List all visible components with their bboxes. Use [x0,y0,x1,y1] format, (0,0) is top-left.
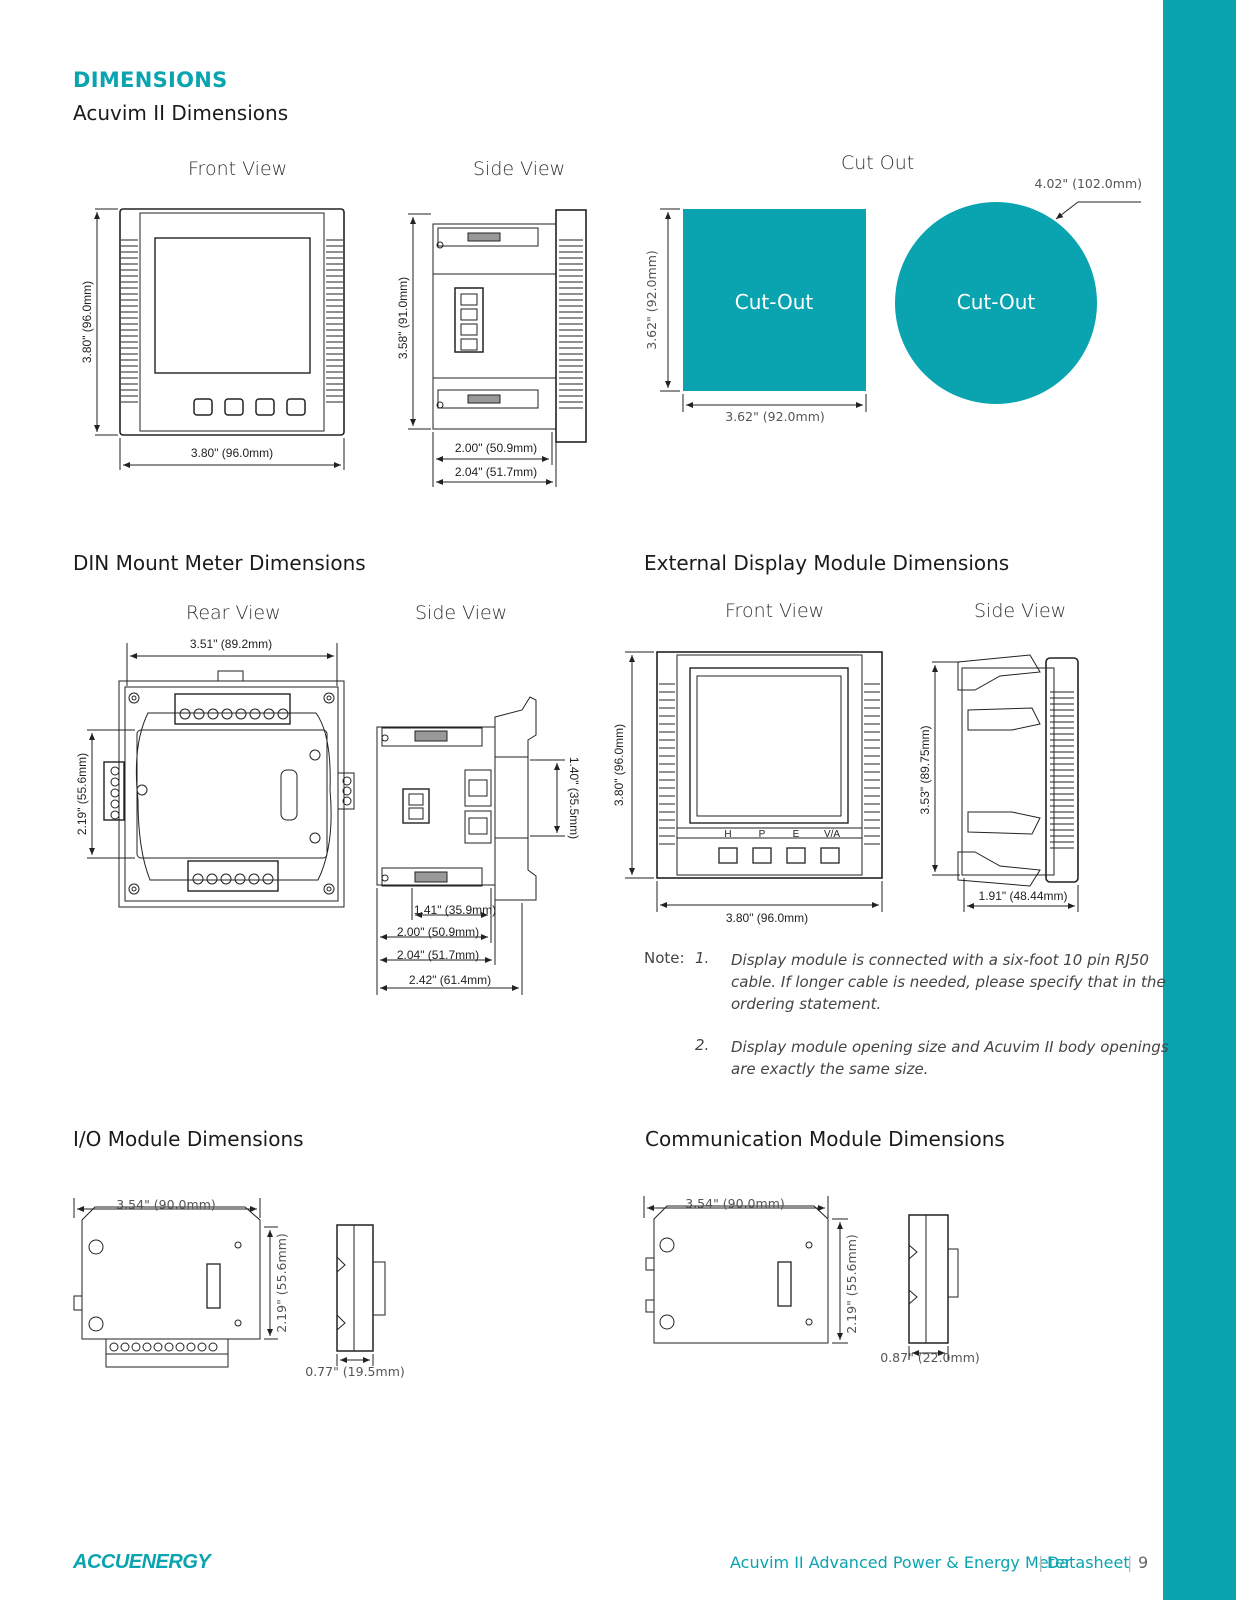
din-rear-width-label: 3.51" (89.2mm) [190,637,272,651]
external-front-drawing [625,651,883,912]
external-front-height-label: 3.80" (96.0mm) [612,724,626,806]
note-2-text: Display module opening size and Acuvim I… [731,1036,1169,1080]
accuenergy-logo: ACCUENERGY [73,1551,211,1573]
cutout-square-label: Cut-Out [735,290,814,314]
key-h-label: H [724,829,731,840]
io-width-label: 3.54" (90.0mm) [116,1197,216,1212]
key-p-label: P [759,829,766,840]
acuvim-front-width-label: 3.80" (96.0mm) [191,446,273,460]
footer-divider-1: | [1038,1553,1044,1572]
comm-section-title: Communication Module Dimensions [645,1127,1005,1151]
key-va-label: V/A [824,829,840,840]
acuvim-side-depth-2-label: 2.04" (51.7mm) [455,465,537,479]
cutout-diameter-label: 4.02" (102.0mm) [1035,176,1142,191]
footer-doc-type: Datasheet [1047,1553,1130,1572]
acuvim-front-view-label: Front View [188,158,288,180]
din-depth-3-label: 2.04" (51.7mm) [397,948,479,962]
external-side-depth-label: 1.91" (48.44mm) [979,889,1068,903]
note-2-line: are exactly the same size. [731,1060,929,1078]
io-module-drawing [73,1198,386,1368]
external-section-title: External Display Module Dimensions [644,551,1010,575]
note-1-line: ordering statement. [731,995,882,1013]
external-front-width-label: 3.80" (96.0mm) [726,911,808,925]
din-rear-view-label: Rear View [186,602,281,624]
acuvim-side-view-label: Side View [473,158,566,180]
note-label: Note: [644,949,685,967]
din-depth-4-label: 2.42" (61.4mm) [409,973,491,987]
note-1-text: Display module is connected with a six-f… [731,949,1166,1015]
cutout-width-label: 3.62" (92.0mm) [725,409,825,424]
io-depth-label: 0.77" (19.5mm) [305,1364,405,1379]
cutout-drawings [660,201,1141,412]
comm-module-drawing [643,1196,959,1360]
din-depth-1-label: 1.41" (35.9mm) [414,903,496,917]
external-front-view-label: Front View [725,600,825,622]
acuvim-section-title: Acuvim II Dimensions [73,101,289,125]
footer-page-number: 9 [1138,1553,1149,1572]
dimension-drawings: 3.80" (96.0mm) 3.80" (96.0mm) 3.58" (91.… [73,176,1142,1379]
din-rear-height-label: 2.19" (55.6mm) [75,753,89,835]
cutout-circle-label: Cut-Out [957,290,1036,314]
note-1-line: Display module is connected with a six-f… [731,951,1149,969]
external-side-height-label: 3.53" (89.75mm) [918,726,932,815]
note-2-line: Display module opening size and Acuvim I… [731,1038,1169,1056]
acuvim-side-drawing [408,209,587,487]
acuvim-front-height-label: 3.80" (96.0mm) [80,281,94,363]
acuvim-side-height-label: 3.58" (91.0mm) [396,277,410,359]
din-side-height-label: 1.40" (35.5mm) [567,757,581,839]
cutout-circle [895,202,1097,404]
io-height-label: 2.19" (55.6mm) [274,1233,289,1333]
acuvim-front-drawing [94,208,345,470]
comm-depth-label: 0.87" (22.0mm) [880,1350,980,1365]
acuvim-cutout-view-label: Cut Out [841,152,915,174]
note-1-number: 1. [695,949,710,967]
cutout-height-label: 3.62" (92.0mm) [644,250,659,350]
din-side-drawing [376,696,565,995]
io-section-title: I/O Module Dimensions [73,1127,304,1151]
din-section-title: DIN Mount Meter Dimensions [73,551,366,575]
dimension-labels: 3.80" (96.0mm) 3.80" (96.0mm) 3.58" (91.… [75,176,1142,1379]
page-heading: DIMENSIONS [73,68,228,92]
external-side-drawing [932,654,1079,912]
note-1-line: cable. If longer cable is needed, please… [731,973,1166,991]
din-depth-2-label: 2.00" (50.9mm) [397,925,479,939]
comm-width-label: 3.54" (90.0mm) [685,1196,785,1211]
cutout-square [683,209,866,391]
key-e-label: E [793,829,800,840]
din-side-view-label: Side View [415,602,508,624]
comm-height-label: 2.19" (55.6mm) [844,1234,859,1334]
side-accent-bar [1163,0,1236,1600]
footer-divider-2: | [1127,1553,1133,1572]
external-side-view-label: Side View [974,600,1067,622]
note-2-number: 2. [695,1036,710,1054]
footer-product: Acuvim II Advanced Power & Energy Meter [730,1553,1072,1572]
din-rear-drawing [87,643,355,908]
acuvim-side-depth-1-label: 2.00" (50.9mm) [455,441,537,455]
